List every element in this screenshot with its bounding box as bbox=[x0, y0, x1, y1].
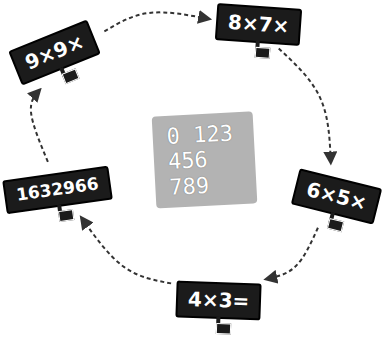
number-card: 0 123 456 789 bbox=[151, 111, 256, 208]
post-tag bbox=[215, 322, 230, 334]
post-tag bbox=[58, 209, 74, 222]
sign-text: 6×5× bbox=[304, 177, 369, 214]
sign-board: 9×9× bbox=[8, 19, 101, 85]
sign-text: 9×9× bbox=[21, 30, 87, 74]
sign-board: 8×7× bbox=[214, 3, 302, 46]
sign-text: 1632966 bbox=[15, 174, 100, 205]
sign-board: 6×5× bbox=[290, 168, 382, 225]
dashed-arrow bbox=[266, 228, 318, 279]
dashed-arrow bbox=[279, 48, 331, 162]
sign-board: 1632966 bbox=[2, 166, 112, 214]
dashed-arrow bbox=[104, 12, 209, 31]
sign-text: 8×7× bbox=[227, 10, 290, 37]
sign-text: 4×3= bbox=[187, 287, 249, 312]
post-tag bbox=[326, 217, 343, 231]
digit-text: 0 123 456 789 bbox=[166, 120, 242, 200]
dashed-arrow bbox=[81, 218, 171, 284]
sign-board: 4×3= bbox=[175, 280, 262, 320]
post-tag bbox=[254, 46, 270, 58]
dashed-arrow bbox=[31, 90, 48, 162]
